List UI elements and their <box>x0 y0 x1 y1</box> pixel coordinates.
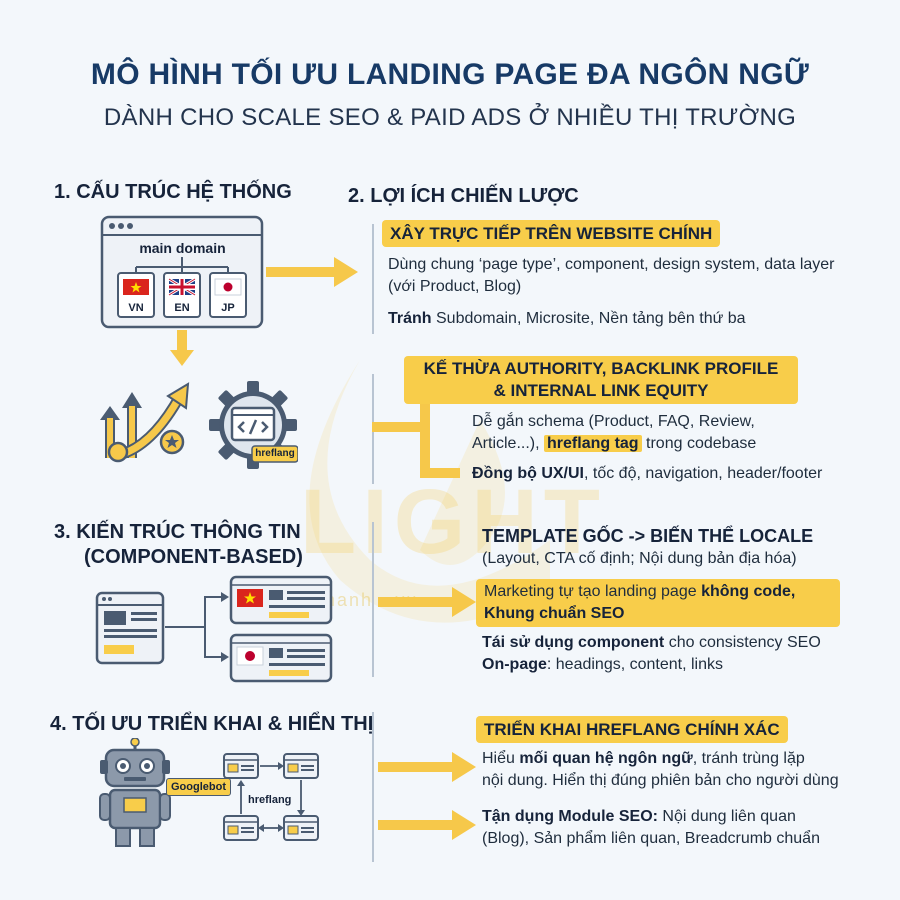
growth-arrows-icon <box>100 382 190 463</box>
arrow-right-icon <box>266 257 358 287</box>
seo-frame-bold: Khung chuẩn SEO <box>484 605 625 622</box>
sync-label: Đồng bộ UX/UI <box>472 465 584 482</box>
template-title: TEMPLATE GỐC -> BIẾN THỂ LOCALE <box>482 526 814 546</box>
gear-code-icon <box>209 381 298 469</box>
divider-line <box>372 712 374 862</box>
flag-label-jp: JP <box>221 302 235 314</box>
template-locale-diagram <box>95 575 333 683</box>
branch-arrow-icon <box>372 400 460 478</box>
divider-line <box>372 224 374 334</box>
section3-heading-line1: 3. KIẾN TRÚC THÔNG TIN <box>54 521 301 543</box>
arrow-right-icon <box>378 752 476 782</box>
arrow-right-icon <box>378 587 476 617</box>
no-code-bold: không code, <box>701 583 796 600</box>
text2-bold: Tận dụng Module SEO: <box>482 808 658 825</box>
page-subtitle: DÀNH CHO SCALE SEO & PAID ADS Ở NHIỀU TH… <box>103 104 797 131</box>
divider-line <box>372 522 374 677</box>
benefit-sync-line: Đồng bộ UX/UI, tốc độ, navigation, heade… <box>472 463 892 485</box>
main-domain-label: main domain <box>139 240 226 256</box>
text1-bold: mối quan hệ ngôn ngữ <box>519 750 693 767</box>
benefit-schema-line1: Dễ gắn schema (Product, FAQ, Review, <box>472 413 755 430</box>
benefit-avoid-line: Tránh Subdomain, Microsite, Nền tảng bên… <box>388 308 848 330</box>
flag-label-en: EN <box>174 302 190 314</box>
googlebot-badge: Googlebot <box>166 778 231 796</box>
marketing-pill-line2: Khung chuẩn SEO <box>484 603 832 625</box>
reuse-text: cho consistency SEO <box>664 634 821 651</box>
hreflang-tag-highlight: hreflang tag <box>544 435 642 452</box>
schema-text-c: trong codebase <box>641 435 757 452</box>
reuse-component-line: Tái sử dụng component cho consistency SE… <box>482 632 882 654</box>
hreflang-badge: hreflang <box>255 448 295 459</box>
benefit-pill-1: XÂY TRỰC TIẾP TRÊN WEBSITE CHÍNH <box>382 220 721 247</box>
hreflang-network-diagram <box>223 753 319 841</box>
marketing-text: Marketing tự tạo landing page <box>484 583 702 600</box>
sync-text: , tốc độ, navigation, header/footer <box>583 465 823 482</box>
benefit-pill-2-line2: & INTERNAL LINK EQUITY <box>493 381 709 400</box>
section2-heading: 2. LỢI ÍCH CHIẾN LƯỢC <box>348 185 579 207</box>
benefit-schema-line2: Article...), hreflang tag trong codebase <box>472 433 872 455</box>
main-domain-diagram <box>100 215 264 329</box>
benefit-pill-2-line1: KẾ THỪA AUTHORITY, BACKLINK PROFILE <box>423 359 779 378</box>
module-seo-line1: Tận dụng Module SEO: Nội dung liên quan <box>482 806 892 828</box>
onpage-text: : headings, content, links <box>546 656 723 673</box>
benefit-pill-2: KẾ THỪA AUTHORITY, BACKLINK PROFILE & IN… <box>404 356 798 404</box>
hreflang-pill: TRIỂN KHAI HREFLANG CHÍNH XÁC <box>476 716 788 743</box>
hreflang-network-label: hreflang <box>248 794 292 806</box>
watermark-brand: LIGHT <box>300 471 606 573</box>
benefit-text-1: Dùng chung ‘page type’, component, desig… <box>388 256 835 295</box>
arrow-down-icon <box>170 330 194 366</box>
onpage-bold: On-page <box>482 656 547 673</box>
flag-label-vn: VN <box>128 302 144 314</box>
text1-a: Hiểu <box>482 750 520 767</box>
text2-a: Nội dung liên quan <box>657 808 796 825</box>
section1-heading: 1. CẤU TRÚC HỆ THỐNG <box>54 181 292 203</box>
page-title: MÔ HÌNH TỐI ƯU LANDING PAGE ĐA NGÔN NGỮ <box>90 58 810 91</box>
marketing-pill: Marketing tự tạo landing page không code… <box>476 579 840 627</box>
text1-b: , tránh trùng lặp <box>692 750 805 767</box>
module-seo-line2: (Blog), Sản phẩm liên quan, Breadcrumb c… <box>482 830 820 847</box>
reuse-bold: Tái sử dụng component <box>482 634 665 651</box>
googlebot-robot-icon <box>99 738 171 847</box>
section4-heading: 4. TỐI ƯU TRIỂN KHAI & HIỂN THỊ <box>50 713 374 735</box>
template-subtitle: (Layout, CTA cố định; Nội dung bản địa h… <box>482 550 797 567</box>
marketing-pill-line1: Marketing tự tạo landing page không code… <box>484 581 832 603</box>
section3-heading-line2: (COMPONENT-BASED) <box>84 546 303 568</box>
avoid-label: Tránh <box>388 310 432 327</box>
schema-text-b: Article...), <box>472 435 545 452</box>
arrow-right-icon <box>378 810 476 840</box>
avoid-text: Subdomain, Microsite, Nền tảng bên thứ b… <box>431 310 746 327</box>
hreflang-text-line1: Hiểu mối quan hệ ngôn ngữ, tránh trùng l… <box>482 748 892 770</box>
onpage-line: On-page: headings, content, links <box>482 654 882 676</box>
hreflang-text-line2: nội dung. Hiển thị đúng phiên bản cho ng… <box>482 772 839 789</box>
